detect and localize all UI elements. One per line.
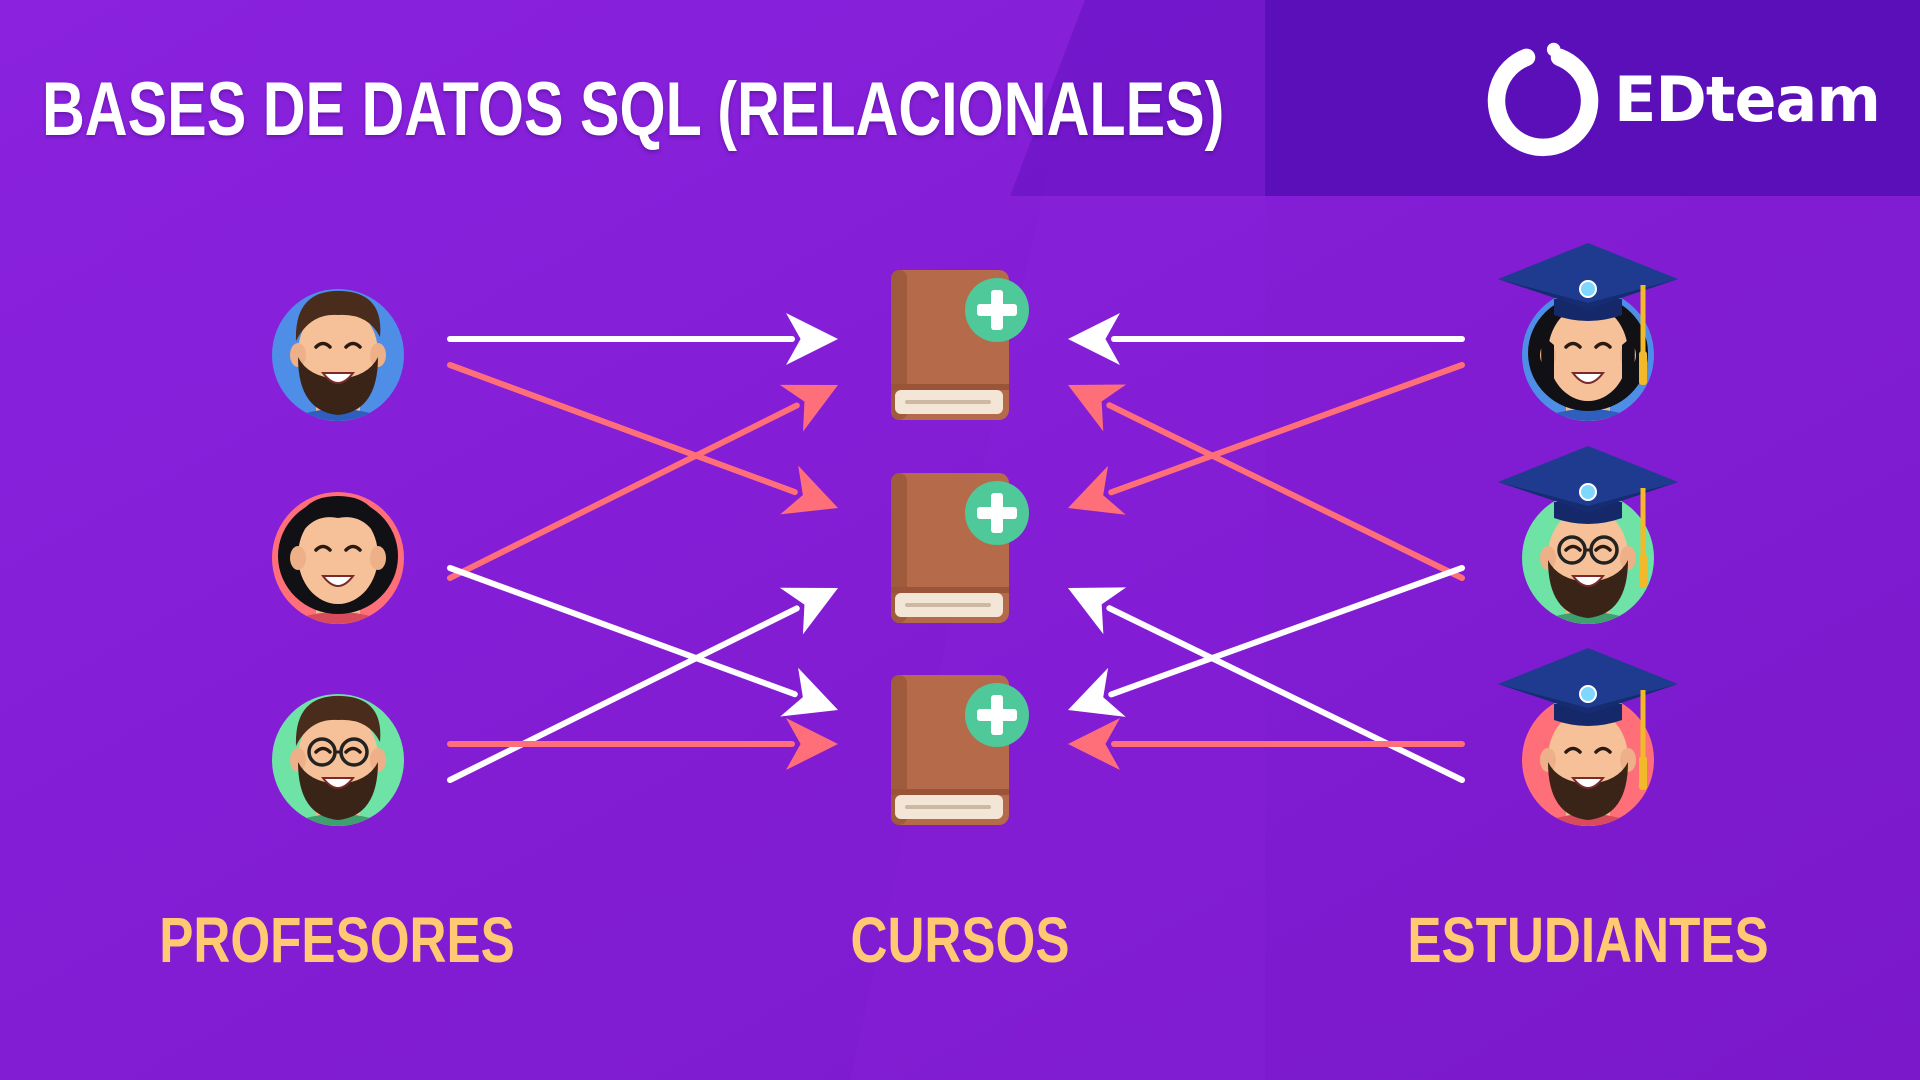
students-label: ESTUDIANTES (1407, 904, 1769, 976)
people-layer (272, 243, 1678, 826)
man-graduate-avatar-icon (1498, 648, 1678, 826)
book-plus-icon (891, 270, 1029, 420)
courses-layer (891, 270, 1029, 825)
link-arrow (447, 362, 838, 515)
plus-badge-icon (965, 683, 1029, 747)
link-arrow (447, 384, 838, 581)
brand-name: EDteam (1614, 62, 1881, 136)
link-arrow (447, 313, 838, 365)
link-arrow (447, 587, 838, 783)
link-arrow (1068, 565, 1465, 717)
courses-label: CURSOS (850, 904, 1070, 976)
links-layer (447, 313, 1465, 783)
man-glasses-graduate-avatar-icon (1498, 446, 1678, 624)
plus-badge-icon (965, 278, 1029, 342)
edteam-logo-icon (1487, 42, 1599, 157)
link-arrow (447, 565, 838, 717)
page-title: BASES DE DATOS SQL (RELACIONALES) (42, 67, 1225, 152)
link-arrow (1068, 384, 1465, 581)
bearded-man-avatar-icon (272, 289, 404, 421)
graduation-cap-icon (1498, 446, 1678, 588)
woman-avatar-icon (272, 492, 404, 624)
book-plus-icon (891, 675, 1029, 825)
man-glasses-beard-avatar-icon (272, 694, 404, 826)
woman-graduate-avatar-icon (1498, 243, 1678, 421)
link-arrow (1068, 587, 1465, 783)
link-arrow (447, 718, 838, 770)
professors-label: PROFESORES (159, 904, 515, 976)
plus-badge-icon (965, 481, 1029, 545)
link-arrow (1068, 718, 1465, 770)
link-arrow (1068, 362, 1465, 515)
brand-logo: EDteam (1480, 34, 1881, 164)
graduation-cap-icon (1498, 243, 1678, 385)
graduation-cap-icon (1498, 648, 1678, 790)
book-plus-icon (891, 473, 1029, 623)
link-arrow (1068, 313, 1465, 365)
